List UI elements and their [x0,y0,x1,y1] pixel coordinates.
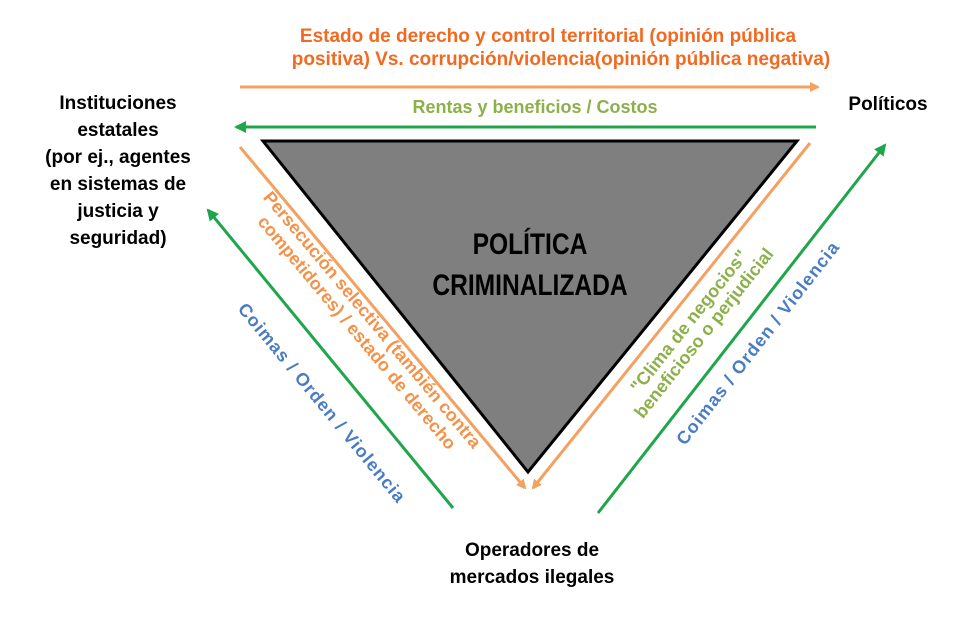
left-node-line: estatales [77,120,158,141]
top-label-2: positiva) Vs. corrupción/violencia(opini… [292,49,830,70]
bottom-node-line: mercados ilegales [450,567,615,588]
bottom-node-line: Operadores de [465,540,599,561]
center-triangle [259,139,801,475]
left-orange-arrow [238,146,527,490]
top-label-1: Estado de derecho y control territorial … [300,26,797,47]
right-green-arrow [596,143,887,514]
green-top-label: Rentas y beneficios / Costos [412,97,657,117]
center-label-2: CRIMINALIZADA [432,268,628,302]
left-node-line: (por ej., agentes [45,147,191,168]
left-node-line: seguridad) [69,228,166,249]
left-node-line: justicia y [76,201,159,222]
left-node-line: en sistemas de [50,174,186,195]
right-orange-arrow [531,142,812,490]
left-green-arrow [206,208,455,509]
left-node-line: Instituciones [59,93,176,114]
right-node-label: Políticos [848,94,927,115]
center-label-1: POLÍTICA [473,227,588,261]
